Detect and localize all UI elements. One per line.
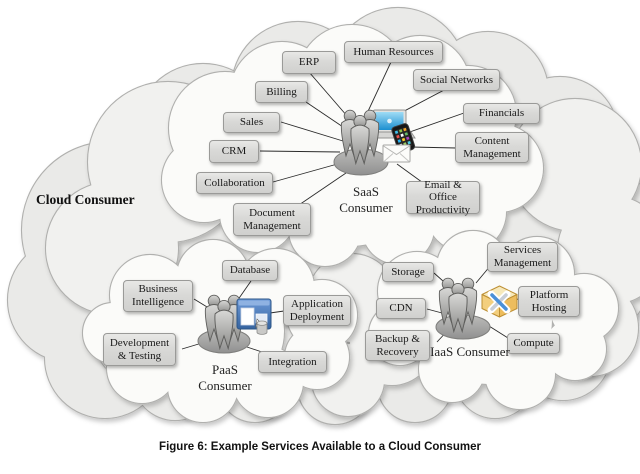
saas-consumer-label: SaaS Consumer	[339, 184, 393, 216]
service-box-application-deployment: Application Deployment	[283, 295, 351, 326]
service-box-email-office-productivity: Email & Office Productivity	[406, 179, 480, 216]
iaas-consumer-label: IaaS Consumer	[430, 344, 510, 359]
service-box-erp: ERP	[282, 51, 336, 74]
service-box-cdn: CDN	[376, 298, 426, 319]
envelope-icon	[382, 144, 411, 163]
service-box-sales: Sales	[223, 112, 280, 133]
paas-consumer-label: PaaS Consumer	[198, 362, 252, 394]
service-box-services-management: Services Management	[487, 242, 558, 272]
service-box-business-intelligence: Business Intelligence	[123, 280, 193, 312]
cloud-consumer-label: Cloud Consumer	[36, 192, 135, 207]
crossed-tools-icon	[487, 290, 511, 314]
service-box-document-management: Document Management	[233, 203, 311, 236]
service-box-integration: Integration	[258, 351, 327, 373]
service-box-financials: Financials	[463, 103, 540, 124]
toolbox-cube-icon	[481, 285, 518, 318]
storage-cylinder-icon	[256, 320, 268, 335]
service-box-crm: CRM	[209, 140, 259, 163]
service-box-database: Database	[222, 260, 278, 281]
service-box-platform-hosting: Platform Hosting	[518, 286, 580, 317]
service-box-social-networks: Social Networks	[413, 69, 500, 91]
figure-caption: Figure 6: Example Services Available to …	[159, 441, 481, 453]
service-box-development-testing: Development & Testing	[103, 333, 176, 366]
service-box-human-resources: Human Resources	[344, 41, 443, 63]
service-box-content-management: Content Management	[455, 132, 529, 163]
service-box-storage: Storage	[382, 262, 434, 282]
service-box-collaboration: Collaboration	[196, 172, 273, 194]
service-box-backup-recovery: Backup & Recovery	[365, 330, 430, 361]
service-box-compute: Compute	[507, 333, 560, 354]
service-box-billing: Billing	[255, 81, 308, 103]
